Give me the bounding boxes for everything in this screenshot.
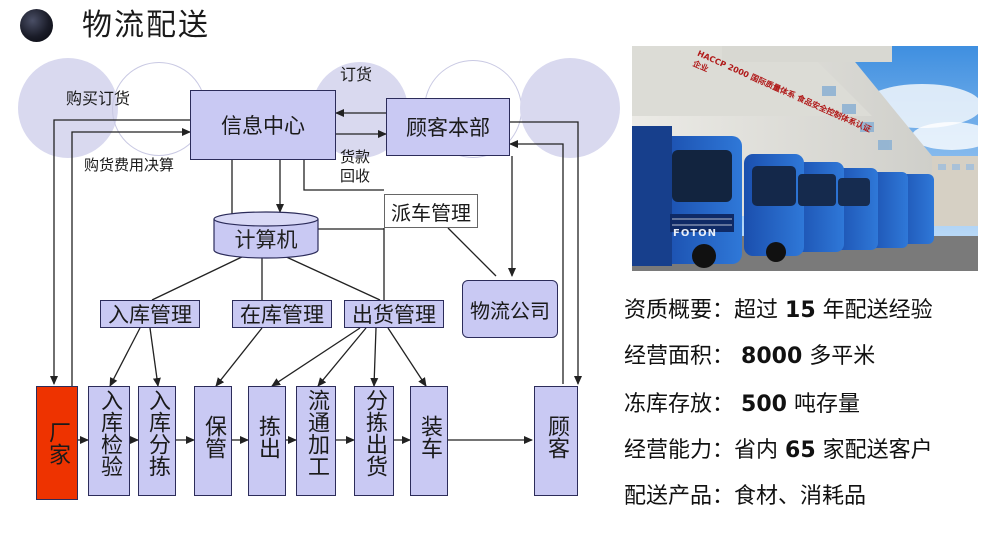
truck-brand-text: FOTON <box>673 228 718 239</box>
outbound-mgmt-node: 出货管理 <box>344 300 444 328</box>
customer-node: 顾客 <box>534 386 578 496</box>
decor-circle <box>520 58 620 158</box>
computer-database-icon <box>213 211 319 259</box>
info-ability: 经营能力：省内 65 家配送客户 <box>624 438 933 463</box>
decor-circle <box>18 58 118 158</box>
inbound-sort-node: 入库分拣 <box>138 386 176 496</box>
payment-collect-label: 货款回收 <box>340 148 371 185</box>
storage-node: 保管 <box>194 386 232 496</box>
logistics-company-node: 物流公司 <box>462 280 558 338</box>
order-label: 订货 <box>340 65 373 84</box>
title-bullet-icon <box>20 9 53 42</box>
inbound-inspect-node: 入库检验 <box>88 386 130 496</box>
info-qualification: 资质概要：超过 15 年配送经验 <box>624 298 933 323</box>
inbound-mgmt-node: 入库管理 <box>100 300 200 328</box>
purchase-settle-label: 购货费用决算 <box>84 156 175 174</box>
computer-node: 计算机 <box>234 228 298 252</box>
truck-fleet-photo <box>632 46 978 271</box>
customer-hq-node: 顾客本部 <box>386 98 510 156</box>
sort-ship-node: 分拣出货 <box>354 386 394 496</box>
loading-node: 装车 <box>410 386 448 496</box>
purchase-order-label: 购买订货 <box>66 89 131 108</box>
info-cold-storage: 冻库存放： 500 吨存量 <box>624 392 860 417</box>
factory-node: 厂家 <box>36 386 78 500</box>
info-area: 经营面积： 8000 多平米 <box>624 344 876 369</box>
pick-out-node: 拣出 <box>248 386 286 496</box>
page-title: 物流配送 <box>82 8 210 43</box>
instock-mgmt-node: 在库管理 <box>232 300 332 328</box>
processing-node: 流通加工 <box>296 386 336 496</box>
dispatch-node: 派车管理 <box>384 194 478 228</box>
info-products: 配送产品：食材、消耗品 <box>624 484 867 509</box>
info-center-node: 信息中心 <box>190 90 336 160</box>
